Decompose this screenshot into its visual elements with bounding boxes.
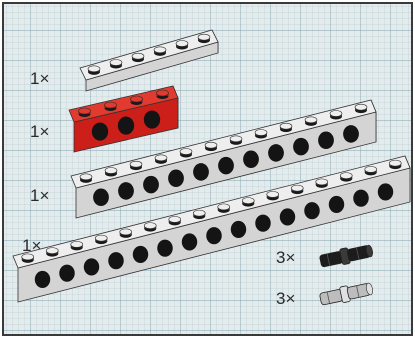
beam-hole (353, 190, 368, 207)
stud-top (198, 34, 210, 40)
beam-hole (231, 221, 246, 238)
stud-top (255, 130, 267, 136)
beam-hole (157, 240, 172, 257)
beam-hole (84, 258, 99, 275)
qty-label-beam-12: 1× (30, 186, 49, 205)
beam-hole (243, 150, 259, 168)
beam-hole (93, 188, 109, 206)
stud-top (131, 96, 143, 102)
stud-top (154, 47, 166, 53)
stud-top (389, 160, 401, 166)
stud-top (205, 142, 217, 148)
beam-hole (343, 125, 359, 143)
stud-top (176, 41, 188, 47)
stud-top (132, 53, 144, 59)
stud-top (130, 161, 142, 167)
beam-hole (144, 111, 160, 129)
beam-hole (206, 227, 221, 244)
stud-top (88, 66, 100, 72)
beam-hole (293, 138, 309, 156)
qty-label-beam-16: 1× (22, 236, 41, 255)
stud-top (316, 179, 328, 185)
beam-hole (304, 202, 319, 219)
qty-label-grey-pin: 3× (276, 289, 295, 308)
stud-top (305, 117, 317, 123)
beam-hole (168, 169, 184, 187)
stud-top (291, 185, 303, 191)
stud-top (169, 216, 181, 222)
beam-hole (118, 182, 134, 200)
stud-top (80, 174, 92, 180)
stud-top (110, 60, 122, 66)
stud-top (46, 248, 58, 254)
beam-hole (255, 215, 270, 232)
beam-hole (118, 117, 134, 135)
stud-top (71, 241, 83, 247)
beam-hole (35, 271, 50, 288)
beam-hole (92, 123, 108, 141)
beam-hole (318, 131, 334, 149)
beam-hole (378, 183, 393, 200)
beam-hole (108, 252, 123, 269)
stud-top (242, 198, 254, 204)
beam-hole (143, 176, 159, 194)
stud-top (79, 108, 91, 114)
beam-hole (268, 144, 284, 162)
stud-top (230, 136, 242, 142)
beam-hole (193, 163, 209, 181)
beam-hole (133, 246, 148, 263)
beam-hole (280, 208, 295, 225)
stud-top (95, 235, 107, 241)
stud-top (365, 166, 377, 172)
qty-label-red-beam: 1× (30, 122, 49, 141)
stud-top (155, 155, 167, 161)
beam-hole (218, 157, 234, 175)
stud-top (180, 149, 192, 155)
stud-top (280, 123, 292, 129)
stud-top (120, 229, 132, 235)
qty-label-black-pin: 3× (276, 248, 295, 267)
stud-top (218, 204, 230, 210)
stud-top (330, 111, 342, 117)
stud-top (105, 102, 117, 108)
stud-top (157, 90, 169, 96)
stud-top (355, 104, 367, 110)
stud-top (193, 210, 205, 216)
stud-top (267, 191, 279, 197)
beam-hole (182, 233, 197, 250)
stud-top (144, 223, 156, 229)
beam-hole (329, 196, 344, 213)
qty-label-plate: 1× (30, 69, 49, 88)
beam-hole (59, 265, 74, 282)
stud-top (105, 168, 117, 174)
stud-top (340, 173, 352, 179)
